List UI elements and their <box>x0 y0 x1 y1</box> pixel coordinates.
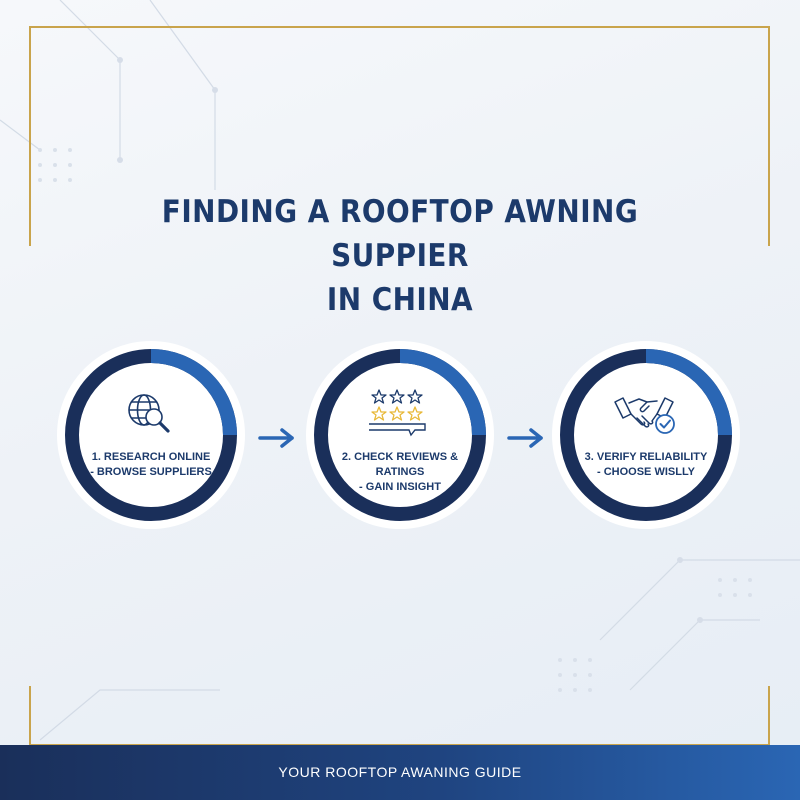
step-verify-reliability: 3. VERIFY RELIABILITY - CHOOSE WISLLY <box>550 339 742 531</box>
step-label: 1. RESEARCH ONLINE - BROWSE SUPPLIERS <box>75 450 227 480</box>
step-ring <box>306 341 494 529</box>
step-subtitle: - CHOOSE WISLLY <box>597 466 695 478</box>
step-subtitle: - BROWSE SUPPLIERS <box>90 466 212 478</box>
gold-frame-top <box>29 26 770 246</box>
arrow-right-icon <box>258 428 294 448</box>
step-subtitle: - GAIN INSIGHT <box>359 481 441 493</box>
globe-magnifier-icon <box>128 394 170 433</box>
arrow-right-icon <box>507 428 543 448</box>
step-title: 2. CHECK REVIEWS & RATINGS <box>341 451 459 478</box>
step-label: 2. CHECK REVIEWS & RATINGS - GAIN INSIGH… <box>324 450 476 495</box>
title-line-2: IN CHINA <box>326 282 474 318</box>
gold-frame-bottom <box>29 686 770 746</box>
step-check-reviews: 2. CHECK REVIEWS & RATINGS - GAIN INSIGH… <box>304 339 496 531</box>
handshake-check-icon <box>614 397 675 434</box>
step-label: 3. VERIFY RELIABILITY - CHOOSE WISLLY <box>570 450 722 480</box>
step-research-online: 1. RESEARCH ONLINE - BROWSE SUPPLIERS <box>55 339 247 531</box>
step-title: 1. RESEARCH ONLINE <box>91 451 211 463</box>
star-rating-chat-icon <box>369 389 426 437</box>
step-title: 3. VERIFY RELIABILITY <box>584 451 708 463</box>
title-line-1: FINDING A ROOFTOP AWNING SUPPIER <box>161 194 639 274</box>
step-ring <box>57 341 245 529</box>
footer-banner: YOUR ROOFTOP AWANING GUIDE <box>0 745 800 800</box>
step-ring <box>552 341 740 529</box>
footer-text: YOUR ROOFTOP AWANING GUIDE <box>278 764 522 780</box>
page-title: FINDING A ROOFTOP AWNING SUPPIER IN CHIN… <box>94 190 706 322</box>
